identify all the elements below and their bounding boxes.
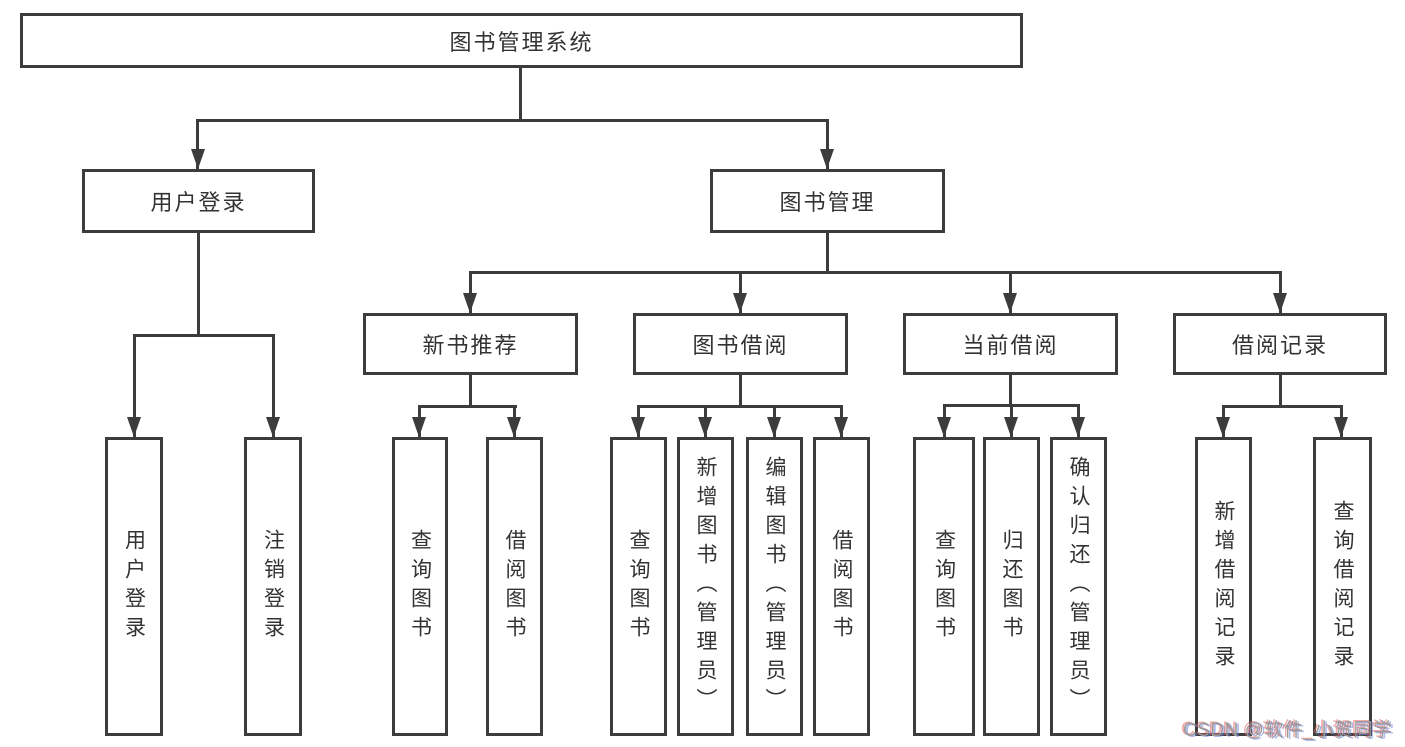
leaf-borrow-borrow-books: 借阅图书 — [813, 437, 870, 736]
arrow-down-icon — [191, 149, 205, 169]
arrow-down-icon — [834, 417, 848, 437]
leaf-borrow-edit-books-admin: 编辑图书（管理员） — [746, 437, 803, 736]
connector-line — [197, 233, 200, 335]
leaf-newrec-query-books: 查询图书 — [392, 437, 448, 736]
arrow-down-icon — [412, 417, 426, 437]
leaf-borrow-add-books-admin: 新增图书（管理员） — [677, 437, 734, 736]
arrow-down-icon — [1273, 293, 1287, 313]
arrow-down-icon — [463, 293, 477, 313]
node-current-borrowing: 当前借阅 — [903, 313, 1118, 375]
connector-line — [469, 271, 472, 313]
arrow-down-icon — [698, 417, 712, 437]
node-library-management-system: 图书管理系统 — [20, 13, 1023, 68]
node-user-login: 用户登录 — [82, 169, 315, 233]
connector-line — [1009, 271, 1012, 313]
connector-line — [469, 271, 1282, 274]
leaf-records-add-borrow-record: 新增借阅记录 — [1195, 437, 1252, 736]
connector-line — [739, 375, 742, 408]
arrow-down-icon — [507, 417, 521, 437]
connector-line — [637, 405, 843, 408]
connector-line — [739, 271, 742, 313]
arrow-down-icon — [1334, 417, 1348, 437]
connector-line — [418, 405, 517, 408]
connector-line — [1279, 375, 1282, 408]
node-book-management: 图书管理 — [710, 169, 945, 233]
connector-line — [519, 68, 522, 121]
arrow-down-icon — [1004, 417, 1018, 437]
leaf-logout-login: 注销登录 — [244, 437, 302, 736]
arrow-down-icon — [767, 417, 781, 437]
connector-line — [469, 375, 472, 408]
arrow-down-icon — [1003, 293, 1017, 313]
connector-line — [826, 119, 829, 169]
leaf-current-query-books: 查询图书 — [913, 437, 975, 736]
arrow-down-icon — [266, 417, 280, 437]
leaf-current-return-books: 归还图书 — [983, 437, 1040, 736]
arrow-down-icon — [127, 417, 141, 437]
connector-line — [196, 119, 199, 169]
connector-line — [826, 233, 829, 273]
leaf-user-login: 用户登录 — [105, 437, 163, 736]
node-borrowing-records: 借阅记录 — [1173, 313, 1387, 375]
leaf-newrec-borrow-books: 借阅图书 — [486, 437, 543, 736]
connector-line — [133, 334, 275, 337]
connector-line — [272, 334, 275, 437]
connector-line — [133, 334, 136, 437]
csdn-watermark: CSDN @软件_小贺同学 — [1183, 720, 1393, 741]
connector-line — [196, 119, 829, 122]
arrow-down-icon — [631, 417, 645, 437]
leaf-records-query-borrow-record: 查询借阅记录 — [1313, 437, 1372, 736]
arrow-down-icon — [1216, 417, 1230, 437]
arrow-down-icon — [1071, 417, 1085, 437]
node-new-book-recommend: 新书推荐 — [363, 313, 578, 375]
leaf-current-confirm-return-admin: 确认归还（管理员） — [1050, 437, 1107, 736]
arrow-down-icon — [733, 293, 747, 313]
leaf-borrow-query-books: 查询图书 — [610, 437, 667, 736]
connector-line — [1279, 271, 1282, 313]
connector-line — [1222, 405, 1343, 408]
node-book-borrowing: 图书借阅 — [633, 313, 848, 375]
arrow-down-icon — [937, 417, 951, 437]
connector-line — [1009, 375, 1012, 407]
arrow-down-icon — [820, 149, 834, 169]
